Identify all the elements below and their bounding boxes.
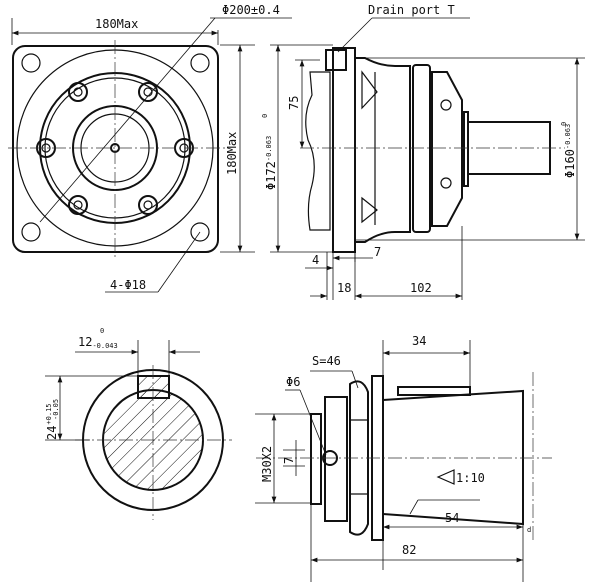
body-ring [412,64,431,233]
key-height-tol-lower: -0.05 [52,399,60,420]
side-view: Φ172-0.063 0 75 Φ160-0.063 0 Drain port … [261,3,585,300]
tapered-shaft [382,389,524,526]
width-label: 180Max [95,17,138,31]
dim-18-label: 18 [337,281,351,295]
wheel-section [305,71,331,231]
taper-symbol-icon [436,469,455,485]
taper-label: 1:10 [456,471,485,485]
pin-dia-label: Φ6 [286,375,300,389]
mounting-flange-outline [12,45,219,253]
shaft-end-view: 34 S=46 Φ6 M30X2 7 1:10 d 54 82 [255,334,552,582]
height-label: 180Max [225,132,239,175]
body-tol-upper: 0 [560,122,568,126]
thread-collar [310,413,322,505]
thread-label: M30X2 [260,446,274,482]
key-width-tol-upper: 0 [100,327,104,335]
front-view: 180Max Φ200±0.4 180Max 4-Φ18 [8,3,292,293]
mount-holes [21,53,210,242]
drain-port-label: Drain port T [368,3,455,17]
dim-7-shaft-label: 7 [282,457,296,464]
end-cover [431,71,463,227]
dim-34-label: 34 [412,334,426,348]
key [137,375,170,399]
body-dia-label: Φ160-0.063 [563,124,577,178]
key-section-view: 12-0.043 0 24+0.15 -0.05 [45,327,232,520]
dim-4-label: 4 [312,253,319,267]
key-height-label: 24+0.15 [45,403,59,440]
nut-size-label: S=46 [312,354,341,368]
mounting-flange [332,47,356,253]
bolt-circle-label: Φ200±0.4 [222,3,280,17]
motor-body [354,57,411,243]
key-width-label: 12-0.043 [78,335,118,350]
pilot-tol-upper: 0 [261,114,269,118]
datum-label: d [527,526,531,534]
dim-82-label: 82 [402,543,416,557]
drain-port [325,49,347,71]
hex-nut [349,380,369,536]
shaft-key [397,386,471,396]
castle-nut [324,396,348,522]
pilot-dia-label: Φ172-0.063 [264,136,278,190]
dim-7-label: 7 [374,245,381,259]
dim-102-label: 102 [410,281,432,295]
mount-holes-label: 4-Φ18 [110,278,146,292]
dim-54-label: 54 [445,511,459,525]
offset-label: 75 [287,96,301,110]
